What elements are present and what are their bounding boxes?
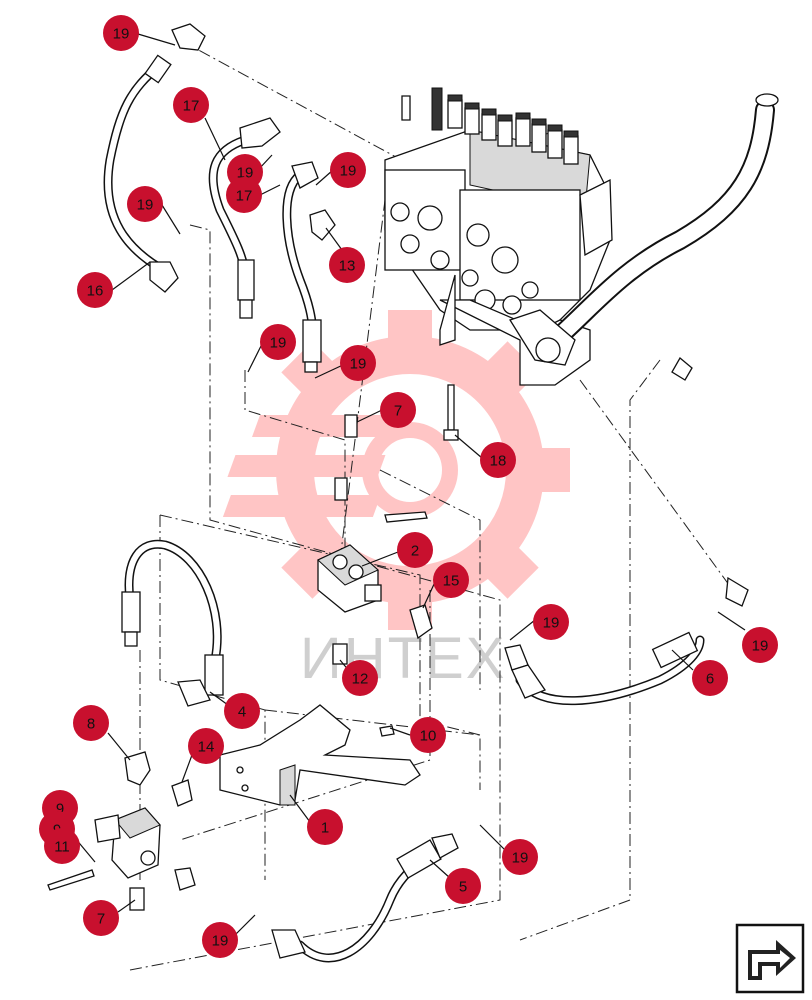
- callout-number: 16: [87, 283, 104, 300]
- callout-circle: [44, 828, 80, 864]
- watermark-text: ИНТЕХ: [300, 626, 506, 691]
- callout-number: 1: [321, 820, 329, 837]
- callout-circle: [742, 627, 778, 663]
- hydraulic-hoses: [103, 23, 749, 963]
- callout-circle: [329, 247, 365, 283]
- callout-number: 18: [490, 453, 507, 470]
- callout-7: 7: [380, 392, 416, 428]
- callout-circle: [480, 442, 516, 478]
- arrow-return-icon: [748, 940, 796, 980]
- callout-19: 19: [103, 15, 139, 51]
- callout-number: 17: [183, 98, 200, 115]
- callout-number: 19: [752, 638, 769, 655]
- callout-circle: [226, 177, 262, 213]
- callout-number: 11: [54, 839, 70, 856]
- callout-19: 19: [330, 152, 366, 188]
- callout-circle: [533, 604, 569, 640]
- callout-12: 12: [342, 660, 378, 696]
- callout-19: 19: [127, 186, 163, 222]
- callout-circle: [692, 660, 728, 696]
- callout-number: 19: [113, 26, 130, 43]
- callout-circle: [307, 809, 343, 845]
- callout-8: 8: [73, 705, 109, 741]
- callout-number: 19: [137, 197, 154, 214]
- callout-19: 19: [202, 922, 238, 958]
- callout-5: 5: [445, 868, 481, 904]
- watermark-logo: [222, 310, 570, 630]
- callout-labels: 1917191719191316191971821519196124108141…: [39, 15, 778, 958]
- callout-17: 17: [226, 177, 262, 213]
- callout-circle: [188, 728, 224, 764]
- callout-number: 4: [238, 704, 246, 721]
- callout-circle: [330, 152, 366, 188]
- callout-circle: [433, 562, 469, 598]
- callout-18: 18: [480, 442, 516, 478]
- callout-6: 6: [692, 660, 728, 696]
- callout-number: 2: [411, 543, 419, 560]
- callout-number: 19: [350, 356, 367, 373]
- callout-10: 10: [410, 717, 446, 753]
- callout-14: 14: [188, 728, 224, 764]
- callout-number: 6: [706, 671, 714, 688]
- callout-17: 17: [173, 87, 209, 123]
- callout-number: 19: [340, 163, 357, 180]
- callout-circle: [260, 324, 296, 360]
- callout-19: 19: [533, 604, 569, 640]
- callout-number: 19: [212, 933, 229, 950]
- valve-blocks: [47, 414, 433, 911]
- callout-4: 4: [224, 693, 260, 729]
- callout-circle: [380, 392, 416, 428]
- callout-number: 19: [237, 165, 254, 182]
- control-valve-assembly: [384, 87, 779, 386]
- callout-circle: [202, 922, 238, 958]
- callout-16: 16: [77, 272, 113, 308]
- callout-circle: [127, 186, 163, 222]
- callout-number: 7: [97, 911, 105, 928]
- callout-19: 19: [340, 345, 376, 381]
- callout-number: 7: [394, 403, 402, 420]
- callout-19: 19: [260, 324, 296, 360]
- bolt: [443, 384, 459, 441]
- callout-number: 14: [198, 739, 215, 756]
- callout-19: 19: [742, 627, 778, 663]
- callout-number: 15: [443, 573, 460, 590]
- callout-number: 19: [512, 850, 529, 867]
- callout-1: 1: [307, 809, 343, 845]
- callout-circle: [173, 87, 209, 123]
- valve-spools: [431, 87, 579, 165]
- callout-number: 8: [87, 716, 95, 733]
- callout-number: 5: [459, 879, 467, 896]
- callout-number: 12: [352, 671, 369, 688]
- callout-13: 13: [329, 247, 365, 283]
- callout-circle: [340, 345, 376, 381]
- callout-number: 19: [543, 615, 560, 632]
- callout-number: 19: [270, 335, 287, 352]
- callout-15: 15: [433, 562, 469, 598]
- callout-number: 17: [236, 188, 253, 205]
- callout-number: 10: [420, 728, 437, 745]
- callout-circle: [342, 660, 378, 696]
- callout-circle: [502, 839, 538, 875]
- callout-7: 7: [83, 900, 119, 936]
- callout-circle: [397, 532, 433, 568]
- callout-circle: [224, 693, 260, 729]
- leader-lines: [74, 33, 746, 936]
- callout-circle: [77, 272, 113, 308]
- callout-number: 13: [339, 258, 356, 275]
- return-arrow-button[interactable]: [735, 923, 805, 994]
- callout-19: 19: [502, 839, 538, 875]
- callout-2: 2: [397, 532, 433, 568]
- callout-circle: [83, 900, 119, 936]
- callout-11: 11: [44, 828, 80, 864]
- callout-circle: [410, 717, 446, 753]
- callout-circle: [103, 15, 139, 51]
- callout-circle: [73, 705, 109, 741]
- callout-number: 9: [56, 801, 64, 818]
- callout-circle: [445, 868, 481, 904]
- mounting-bracket: [219, 704, 421, 806]
